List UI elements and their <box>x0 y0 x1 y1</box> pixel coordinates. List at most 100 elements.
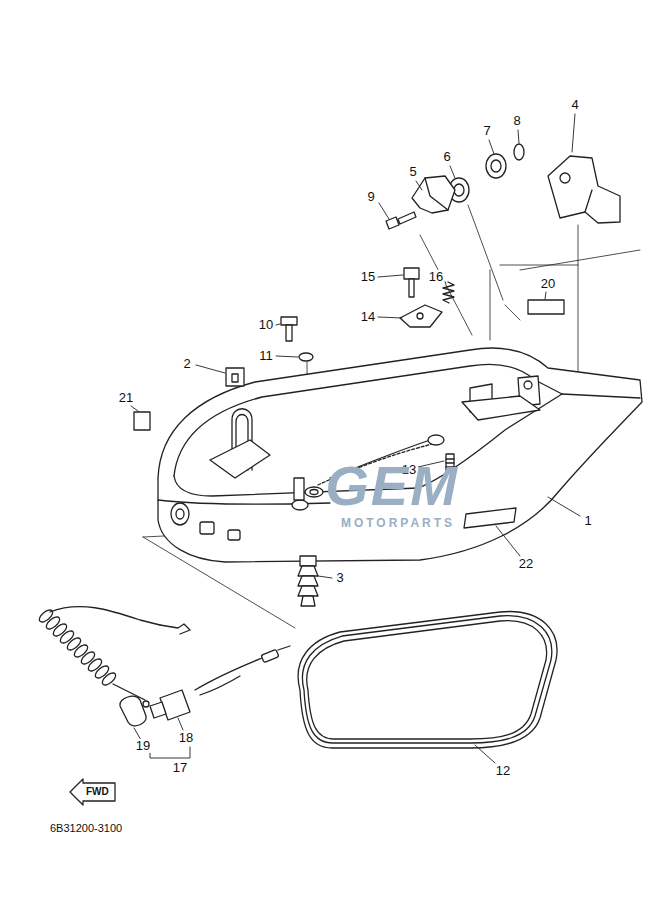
decal-part <box>528 300 564 314</box>
bottom-cowling <box>428 435 444 445</box>
bolt-part <box>404 268 419 279</box>
leader-line <box>416 181 422 190</box>
leader-line <box>489 140 494 154</box>
lanyard-cord <box>79 650 96 666</box>
leader-line <box>178 718 183 730</box>
callout-number: 22 <box>517 557 535 571</box>
callout-number: 11 <box>257 349 275 363</box>
assembly-line <box>490 270 491 340</box>
stop-switch <box>120 696 146 726</box>
leader-line <box>450 166 455 178</box>
bracket-part <box>548 156 620 223</box>
assembly-line <box>520 250 640 270</box>
leader-line <box>276 324 280 325</box>
callout-number: 3 <box>334 571 345 585</box>
assembly-line <box>500 265 578 266</box>
decal-part <box>134 412 150 430</box>
callout-number: 9 <box>365 190 376 204</box>
grommet-part <box>301 596 315 606</box>
callout-number: 6 <box>441 150 452 164</box>
leader-line <box>318 576 332 578</box>
lever-part <box>425 178 448 210</box>
lanyard-cord <box>37 607 190 700</box>
bottom-cowling <box>292 500 308 510</box>
callout-number: 14 <box>359 310 377 324</box>
grommet-part <box>491 160 501 172</box>
leader-line <box>378 317 402 318</box>
plate-part <box>417 313 423 319</box>
leader-line <box>548 497 580 516</box>
leader-line <box>572 114 575 152</box>
callout-number: 2 <box>181 357 192 371</box>
bottom-cowling <box>462 396 540 420</box>
gasket-part <box>298 612 557 748</box>
bottom-cowling <box>294 478 304 500</box>
clip-part <box>226 368 244 386</box>
stop-switch <box>278 646 290 650</box>
lanyard-cord <box>44 615 61 631</box>
bolt-part <box>286 325 292 341</box>
direction-text: FWD <box>86 787 109 797</box>
diagram-code: 6B31200-3100 <box>48 822 124 834</box>
grommet-part <box>298 586 318 596</box>
bolt-part <box>281 317 297 341</box>
clip-part <box>232 374 238 382</box>
assembly-line <box>505 305 520 320</box>
bottom-cowling <box>158 348 642 562</box>
grommet-part <box>300 556 316 566</box>
bottom-cowling <box>310 490 318 495</box>
bottom-cowling <box>200 522 214 534</box>
lanyard-cord <box>50 607 160 625</box>
gasket-part <box>302 616 551 743</box>
bottom-cowling <box>176 509 184 519</box>
bottom-cowling <box>158 348 642 562</box>
bottom-cowling <box>228 530 240 540</box>
bracket-part <box>560 173 570 183</box>
grommet-part <box>486 154 506 178</box>
decal-part <box>464 508 516 528</box>
lanyard-cord <box>65 636 82 652</box>
callout-number: 18 <box>177 731 195 745</box>
bolt-part <box>409 279 414 297</box>
leader-line <box>150 747 190 758</box>
callout-number: 4 <box>569 98 580 112</box>
grommet-part <box>298 566 318 576</box>
callout-number: 5 <box>407 165 418 179</box>
leader-line <box>276 356 298 357</box>
assembly-line <box>578 225 579 372</box>
leader-line <box>379 203 389 219</box>
callout-number: 20 <box>539 277 557 291</box>
leader-line <box>545 292 546 299</box>
lanyard-cord <box>37 608 54 624</box>
clip-part <box>226 368 244 386</box>
leader-line <box>131 406 138 411</box>
watermark: GEM <box>325 455 459 517</box>
ring-part <box>514 144 524 160</box>
lever-part <box>412 176 455 213</box>
callout-number: 10 <box>257 318 275 332</box>
stop-switch <box>200 676 240 695</box>
grommet-part <box>298 576 318 586</box>
callout-number: 1 <box>582 514 593 528</box>
assembly-line <box>468 205 503 300</box>
watermark: MOTORPARTS <box>341 517 455 530</box>
leader-line <box>518 130 519 143</box>
bottom-cowling <box>562 394 640 398</box>
callout-number: 19 <box>134 739 152 753</box>
leader-line <box>475 745 495 763</box>
stop-switch <box>195 658 262 690</box>
lever-part <box>412 176 455 213</box>
gasket-part <box>298 612 557 748</box>
bolt-part <box>404 268 419 297</box>
washer-part <box>299 353 313 361</box>
bolt-part <box>398 212 416 224</box>
stop-switch <box>160 690 190 720</box>
lanyard-cord <box>58 629 75 645</box>
leader-line <box>378 275 403 277</box>
callout-number: 21 <box>117 391 135 405</box>
gasket-part <box>307 621 547 739</box>
bracket-part <box>585 190 592 212</box>
direction-arrow: FWD <box>70 779 116 805</box>
callout-number: 17 <box>171 761 189 775</box>
